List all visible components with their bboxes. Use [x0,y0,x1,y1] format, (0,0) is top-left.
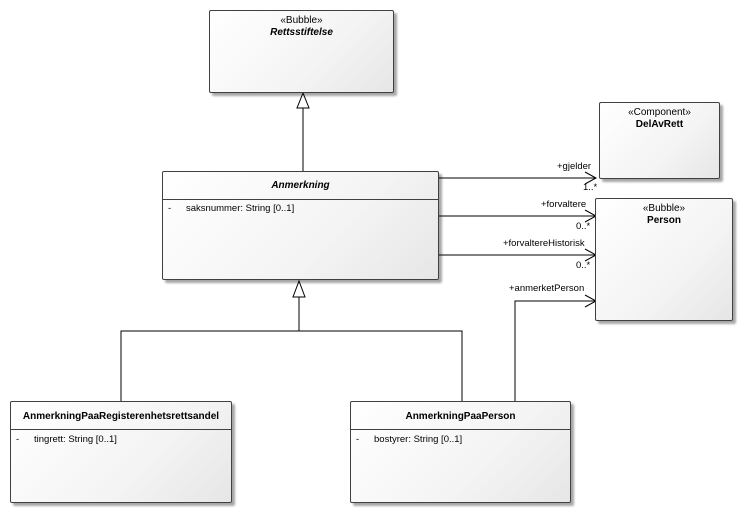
attribute-text: bostyrer: String [0..1] [374,434,463,445]
class-name: Rettsstiftelse [270,27,333,38]
association-gjelder-arrow [584,171,598,185]
class-name: Person [647,215,681,226]
attribute-bostyrer: - bostyrer: String [0..1] [356,434,462,445]
class-anmerkning-paa-person[interactable]: AnmerkningPaaPerson - bostyrer: String [0… [350,401,571,503]
class-del-av-rett[interactable]: «Component» DelAvRett [599,102,720,179]
stereotype-label: «Component» [628,107,691,118]
generalization-arrow-anmerkning [292,279,306,298]
attribute-text: saksnummer: String [0..1] [186,203,295,214]
visibility-marker: - [356,434,360,445]
class-name: AnmerkningPaaPerson [405,411,516,422]
role-label-gjelder: +gjelder [557,161,592,172]
generalization-arrow-rettsstiftelse [296,91,310,109]
association-anmerket-person-line [514,300,595,401]
attribute-text: tingrett: String [0..1] [34,434,117,445]
class-anmerkning[interactable]: Anmerkning - saksnummer: String [0..1] [162,171,439,280]
attribute-tingrett: - tingrett: String [0..1] [16,434,117,445]
compartment-divider [11,429,231,430]
stereotype-label: «Bubble» [280,15,323,26]
compartment-divider [351,429,570,430]
multiplicity-forvaltere: 0..* [576,221,591,232]
class-person[interactable]: «Bubble» Person [595,198,733,321]
compartment-divider [163,199,438,200]
class-rettsstiftelse[interactable]: «Bubble» Rettsstiftelse [209,10,394,93]
stereotype-label: «Bubble» [642,203,686,214]
class-anmerkning-paa-registerenhetsrettsandel[interactable]: AnmerkningPaaRegisterenhetsrettsandel - t… [10,401,232,503]
role-label-forvaltere: +forvaltere [541,199,587,210]
role-label-anmerket-person: +anmerketPerson [509,283,585,294]
attribute-saksnummer: - saksnummer: String [0..1] [168,203,294,214]
class-name: AnmerkningPaaRegisterenhetsrettsandel [22,411,220,422]
multiplicity-forvaltere-historisk: 0..* [576,260,591,271]
generalization-line-paa-register [120,330,299,401]
generalization-line-paa-person [299,330,463,401]
class-name: DelAvRett [635,119,684,130]
visibility-marker: - [16,434,20,445]
multiplicity-gjelder: 1..* [583,182,598,193]
role-label-forvaltere-historisk: +forvaltereHistorisk [503,238,585,249]
class-name: Anmerkning [271,180,330,191]
visibility-marker: - [168,203,172,214]
